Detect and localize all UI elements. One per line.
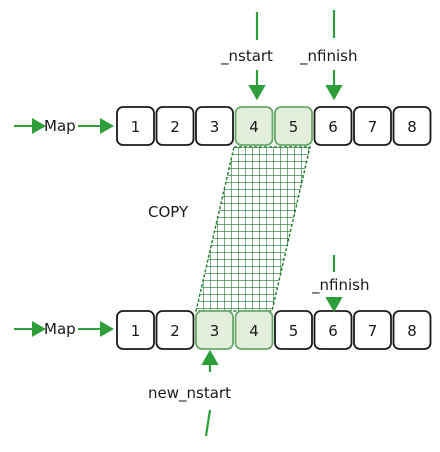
bottom-row-cell: 3 (195, 310, 234, 350)
cell-number: 3 (210, 118, 220, 136)
bottom-row-cell: 5 (274, 310, 313, 350)
cell-box (313, 106, 353, 146)
top-row-cell: 5 (274, 106, 313, 146)
cell-box (155, 106, 195, 146)
cell-box (155, 310, 195, 350)
cell-number: 8 (407, 322, 417, 340)
bottom-nfinish-label: _nfinish (311, 276, 369, 295)
copy-label: COPY (148, 203, 189, 221)
cell-box (195, 106, 234, 146)
top-row-cell: 1 (116, 106, 155, 146)
cell-box (353, 310, 392, 350)
top-nfinish-label: _nfinish (299, 47, 357, 66)
top-row-cell: 2 (155, 106, 195, 146)
bottom-row-cell: 1 (116, 310, 155, 350)
top-row-cell: 7 (353, 106, 392, 146)
cell-box (392, 310, 432, 350)
cell-box (116, 106, 155, 146)
top-map-row: Map 1 2 3 4 5 6 7 8 _nstart _nfinish (14, 10, 432, 146)
cell-number: 7 (368, 118, 378, 136)
cell-box (116, 310, 155, 350)
bottom-new-nstart-pointer-stem (204, 409, 212, 437)
cell-box (195, 310, 234, 350)
cell-number: 3 (210, 322, 220, 340)
cell-number: 2 (170, 322, 180, 340)
cell-number: 5 (289, 322, 299, 340)
cell-box (353, 106, 392, 146)
top-cells: 1 2 3 4 5 6 7 8 (116, 106, 432, 146)
cell-number: 1 (131, 118, 141, 136)
cell-box (274, 106, 313, 146)
bottom-map-label: Map (44, 320, 76, 338)
bottom-cells: 1 2 3 4 5 6 7 8 (116, 310, 432, 350)
cell-number: 8 (407, 118, 417, 136)
top-row-cell: 3 (195, 106, 234, 146)
cell-box (274, 310, 313, 350)
bottom-row-cell: 2 (155, 310, 195, 350)
top-row-cell: 4 (234, 106, 274, 146)
cell-number: 6 (328, 322, 338, 340)
cell-box (234, 106, 274, 146)
top-nstart-label: _nstart (220, 47, 273, 66)
top-row-cell: 8 (392, 106, 432, 146)
cell-number: 4 (249, 322, 259, 340)
cell-box (234, 310, 274, 350)
cell-number: 5 (289, 118, 299, 136)
top-row-cell: 6 (313, 106, 353, 146)
cell-box (392, 106, 432, 146)
bottom-map-row: Map 1 2 3 4 5 6 7 8 _nfinish new_nstart (14, 255, 432, 437)
bottom-row-cell: 7 (353, 310, 392, 350)
bottom-row-cell: 8 (392, 310, 432, 350)
cell-number: 4 (249, 118, 259, 136)
top-map-label: Map (44, 117, 76, 135)
bottom-row-cell: 6 (313, 310, 353, 350)
cell-number: 1 (131, 322, 141, 340)
bottom-new-nstart-label: new_nstart (148, 384, 231, 403)
cell-number: 6 (328, 118, 338, 136)
copy-region (195, 146, 311, 312)
bottom-row-cell: 4 (234, 310, 274, 350)
cell-number: 7 (368, 322, 378, 340)
cell-number: 2 (170, 118, 180, 136)
